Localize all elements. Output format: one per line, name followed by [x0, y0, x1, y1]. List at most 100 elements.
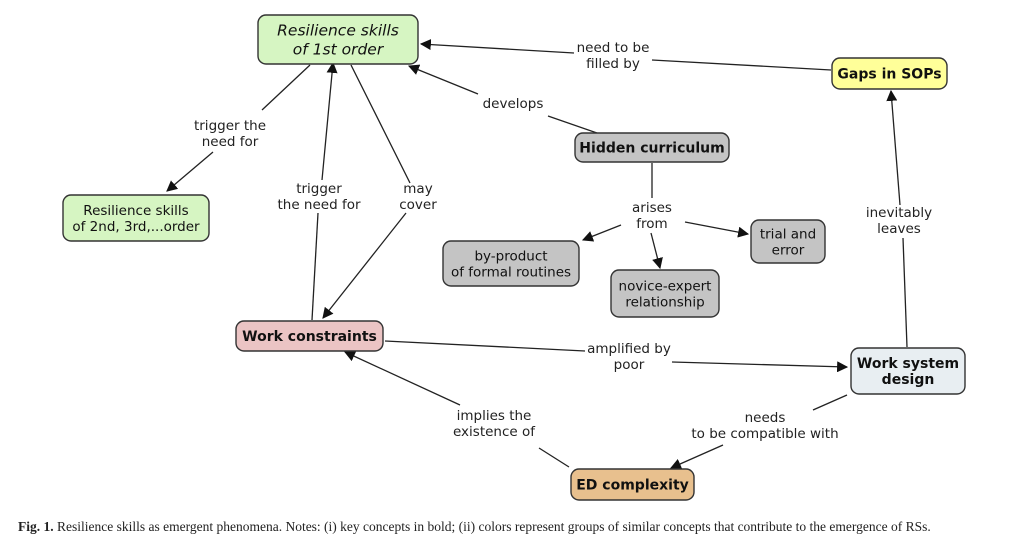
- arrow-connector: [166, 151, 214, 192]
- concept-label: Work constraints: [242, 329, 377, 345]
- arrow-connector: [407, 64, 479, 95]
- line-connector: [261, 64, 311, 111]
- concept-node-work-constraints: Work constraints: [235, 320, 384, 352]
- concept-label: trial and: [760, 227, 816, 243]
- link-label-line: filled by: [586, 56, 640, 72]
- edge-arises-from: [581, 163, 750, 270]
- line-connector: [350, 64, 411, 184]
- link-label-line: leaves: [877, 221, 921, 237]
- concept-label: of 2nd, 3rd,...order: [72, 219, 200, 235]
- concept-node-gaps: Gaps in SOPs: [831, 57, 948, 90]
- concept-label: design: [882, 372, 935, 388]
- edge-trigger-wc: [311, 61, 338, 321]
- link-label-line: develops: [483, 96, 544, 112]
- concept-box: [831, 57, 948, 90]
- link-label-line: need to be: [577, 40, 650, 56]
- concept-label: error: [772, 243, 805, 259]
- concept-box: [235, 320, 384, 352]
- link-label-line: need for: [202, 134, 259, 150]
- concept-label: Gaps in SOPs: [837, 67, 941, 83]
- concept-box: [442, 240, 580, 287]
- arrow-connector: [684, 221, 750, 238]
- arrow-connector: [322, 212, 407, 319]
- link-label-line: trigger: [296, 181, 342, 197]
- line-connector: [384, 340, 586, 352]
- edge-need-filled: [419, 39, 832, 71]
- link-label-line: needs: [745, 410, 786, 426]
- caption-text: Resilience skills as emergent phenomena.…: [57, 519, 931, 534]
- arrow-connector: [419, 39, 575, 54]
- line-connector: [547, 115, 598, 134]
- concept-label: relationship: [625, 295, 704, 311]
- arrow-connector: [671, 361, 849, 373]
- edge-trigger-rs2: [166, 64, 311, 192]
- line-connector: [812, 394, 848, 411]
- concept-box: [62, 194, 210, 242]
- edge-amplified-by: [384, 340, 849, 373]
- line-connector: [651, 59, 832, 71]
- concept-label: by-product: [474, 249, 547, 265]
- link-label-line: cover: [399, 197, 437, 213]
- line-connector: [902, 237, 908, 348]
- concept-box: [610, 269, 720, 318]
- link-label-line: the need for: [277, 197, 360, 213]
- concept-box: [257, 14, 419, 65]
- edge-develops: [407, 64, 598, 134]
- edge-inevitably-leaves: [886, 89, 908, 348]
- concept-label: novice-expert: [619, 279, 712, 295]
- edge-may-cover: [322, 64, 411, 319]
- concept-label: Work system: [857, 356, 959, 372]
- concept-label: of 1st order: [293, 41, 385, 59]
- arrow-connector: [669, 444, 724, 470]
- caption-label: Fig. 1.: [18, 519, 54, 534]
- link-label-line: poor: [614, 357, 645, 373]
- line-connector: [538, 447, 570, 468]
- link-label-line: from: [636, 216, 667, 232]
- concept-node-hidden: Hidden curriculum: [574, 132, 730, 163]
- figure-caption: Fig. 1. Resilience skills as emergent ph…: [18, 519, 931, 535]
- link-label-line: existence of: [453, 424, 536, 440]
- link-label-line: amplified by: [587, 341, 671, 357]
- edge-compatible: [669, 394, 848, 470]
- arrow-connector: [886, 89, 901, 206]
- link-label-develops: develops: [483, 96, 544, 112]
- concept-label: ED complexity: [576, 478, 689, 494]
- edge-implies: [344, 351, 570, 468]
- edges-layer: [166, 39, 908, 470]
- arrow-connector: [321, 61, 338, 181]
- concept-box: [574, 132, 730, 163]
- arrow-connector: [344, 351, 461, 406]
- link-label-line: trigger the: [194, 118, 266, 134]
- arrow-connector: [650, 232, 663, 270]
- link-label-line: arises: [632, 200, 672, 216]
- concept-label: Resilience skills: [277, 22, 399, 40]
- link-label-line: implies the: [457, 408, 532, 424]
- concept-label: of formal routines: [451, 265, 571, 281]
- arrow-connector: [581, 224, 622, 242]
- concept-label: Hidden curriculum: [579, 141, 724, 157]
- concept-node-ed: ED complexity: [570, 468, 695, 501]
- link-label-line: inevitably: [866, 205, 932, 221]
- line-connector: [311, 212, 319, 321]
- concept-box: [850, 347, 966, 395]
- concept-box: [750, 219, 826, 264]
- concept-box: [570, 468, 695, 501]
- link-label-line: to be compatible with: [691, 426, 838, 442]
